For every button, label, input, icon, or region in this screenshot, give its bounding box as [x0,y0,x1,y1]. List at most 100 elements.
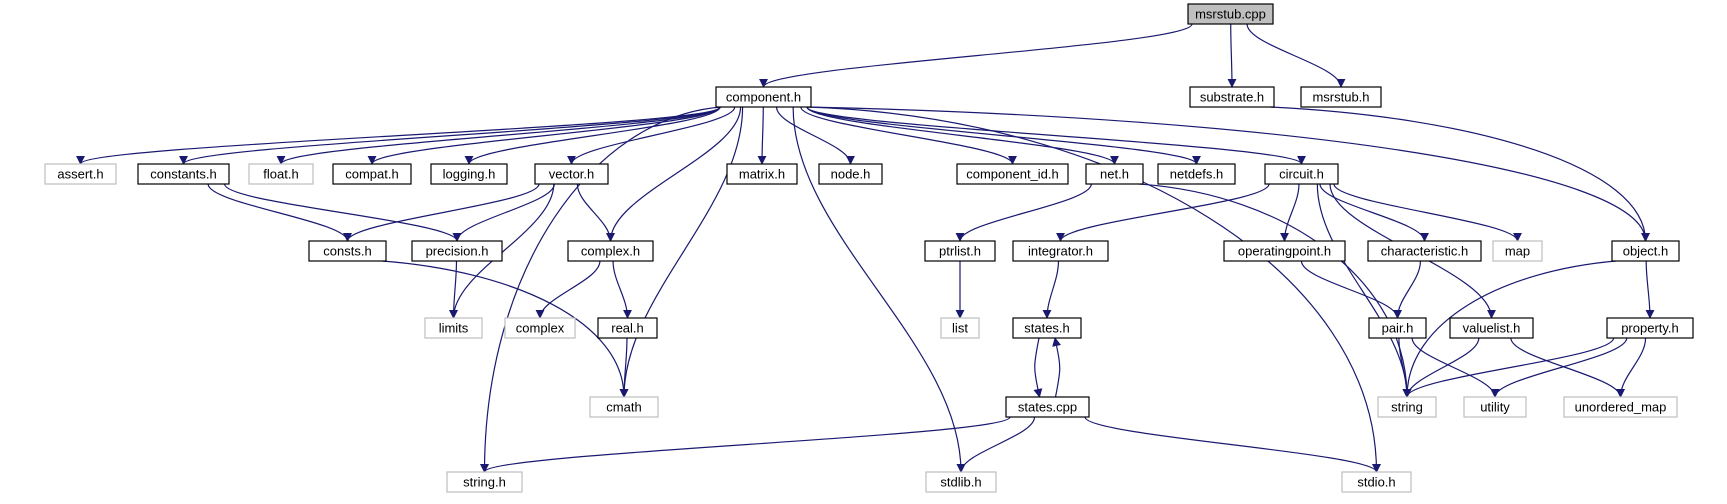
node-box [1341,471,1412,493]
node-box [1085,163,1144,185]
node-box [925,471,997,493]
node-ptrlist-h[interactable]: ptrlist.h [924,240,996,262]
node-label: string [1391,400,1423,415]
node-box [1463,396,1527,418]
edge-circuit_h-to-characteristic_h [1319,183,1429,242]
edge-msrstub_cpp-to-component_h [759,23,1193,88]
node-integrator-h[interactable]: integrator.h [1012,240,1109,262]
node-box [1223,240,1346,262]
node-box [956,163,1069,185]
edge-states_cpp-to-states_h [1052,337,1062,398]
edge-states_cpp-to-stdlib_h [956,416,1036,473]
node-box [248,163,314,185]
node-substrate-h[interactable]: substrate.h [1189,86,1275,108]
node-box [1300,86,1382,108]
edge-constants_h-to-precision_h [223,183,462,242]
node-states-h[interactable]: states.h [1012,317,1082,339]
edge-object_h-to-property_h [1645,260,1655,319]
edge-states_h-to-states_cpp [1033,337,1043,398]
node-label: float.h [263,167,298,182]
node-map: map [1492,240,1543,262]
node-label: compat.h [345,167,398,182]
node-object-h[interactable]: object.h [1611,240,1680,262]
node-label: constants.h [150,167,217,182]
node-float-h: float.h [248,163,314,185]
node-label: operatingpoint.h [1238,244,1331,259]
node-box [1606,317,1694,339]
node-complex-h[interactable]: complex.h [567,240,654,262]
node-states-cpp[interactable]: states.cpp [1005,396,1090,418]
node-compat-h[interactable]: compat.h [332,163,412,185]
node-label: stdio.h [1357,475,1395,490]
node-label: property.h [1621,321,1679,336]
edge-complex_h-to-complex [535,260,601,319]
node-label: characteristic.h [1381,244,1468,259]
node-label: net.h [1100,167,1129,182]
node-component-id-h[interactable]: component_id.h [956,163,1069,185]
node-box [1563,396,1678,418]
node-box [940,317,980,339]
edge-states_cpp-to-stdio_h [1084,416,1381,473]
node-box [1492,240,1543,262]
node-label: msrstub.cpp [1195,7,1266,22]
edge-pair_h-to-string [1398,337,1412,398]
node-logging-h[interactable]: logging.h [430,163,508,185]
node-operatingpoint-h[interactable]: operatingpoint.h [1223,240,1346,262]
node-cmath: cmath [589,396,659,418]
node-net-h[interactable]: net.h [1085,163,1144,185]
node-matrix-h[interactable]: matrix.h [726,163,798,185]
node-component-h[interactable]: component.h [715,86,812,108]
node-label: states.cpp [1018,400,1077,415]
node-label: component.h [726,90,801,105]
node-characteristic-h[interactable]: characteristic.h [1367,240,1482,262]
node-property-h[interactable]: property.h [1606,317,1694,339]
node-box [137,163,230,185]
edge-precision_h-to-limits [449,260,459,319]
node-msrstub-h[interactable]: msrstub.h [1300,86,1382,108]
edge-component_h-to-netdefs_h [806,106,1201,165]
node-box [1012,317,1082,339]
node-box [1367,240,1482,262]
edge-integrator_h-to-states_h [1042,260,1060,319]
node-box [726,163,798,185]
edge-substrate_h-to-object_h [1269,106,1650,242]
edge-component_h-to-constants_h [179,106,721,165]
node-pair-h[interactable]: pair.h [1368,317,1427,339]
node-box [504,317,576,339]
edge-real_h-to-cmath [619,337,629,398]
node-box [1449,317,1534,339]
node-node-h[interactable]: node.h [818,163,883,185]
node-label: states.h [1024,321,1070,336]
node-complex: complex [504,317,576,339]
node-box [567,240,654,262]
edge-component_h-to-stdio_h [806,106,1381,473]
node-label: stdlib.h [940,475,981,490]
node-label: limits [439,321,469,336]
node-netdefs-h[interactable]: netdefs.h [1157,163,1236,185]
node-box [1611,240,1680,262]
edge-component_h-to-cmath [619,106,744,398]
node-label: precision.h [426,244,489,259]
node-box [589,396,659,418]
node-real-h[interactable]: real.h [597,317,658,339]
node-precision-h[interactable]: precision.h [411,240,503,262]
edge-component_h-to-net_h [806,106,1119,165]
edge-component_h-to-logging_h [464,106,721,165]
node-consts-h[interactable]: consts.h [308,240,387,262]
edge-component_h-to-circuit_h [806,106,1306,165]
node-label: unordered_map [1575,400,1667,415]
edge-circuit_h-to-string [1316,183,1412,398]
edge-component_h-to-vector_h [567,106,736,165]
node-vector-h[interactable]: vector.h [534,163,609,185]
node-label: assert.h [57,167,103,182]
node-stdlib-h: stdlib.h [925,471,997,493]
node-valuelist-h[interactable]: valuelist.h [1449,317,1534,339]
node-constants-h[interactable]: constants.h [137,163,230,185]
node-msrstub-cpp[interactable]: msrstub.cpp [1187,3,1274,25]
edge-states_cpp-to-string_h [480,416,1011,473]
node-stdio-h: stdio.h [1341,471,1412,493]
node-label: msrstub.h [1312,90,1369,105]
node-circuit-h[interactable]: circuit.h [1264,163,1339,185]
node-label: substrate.h [1200,90,1264,105]
node-box [1264,163,1339,185]
